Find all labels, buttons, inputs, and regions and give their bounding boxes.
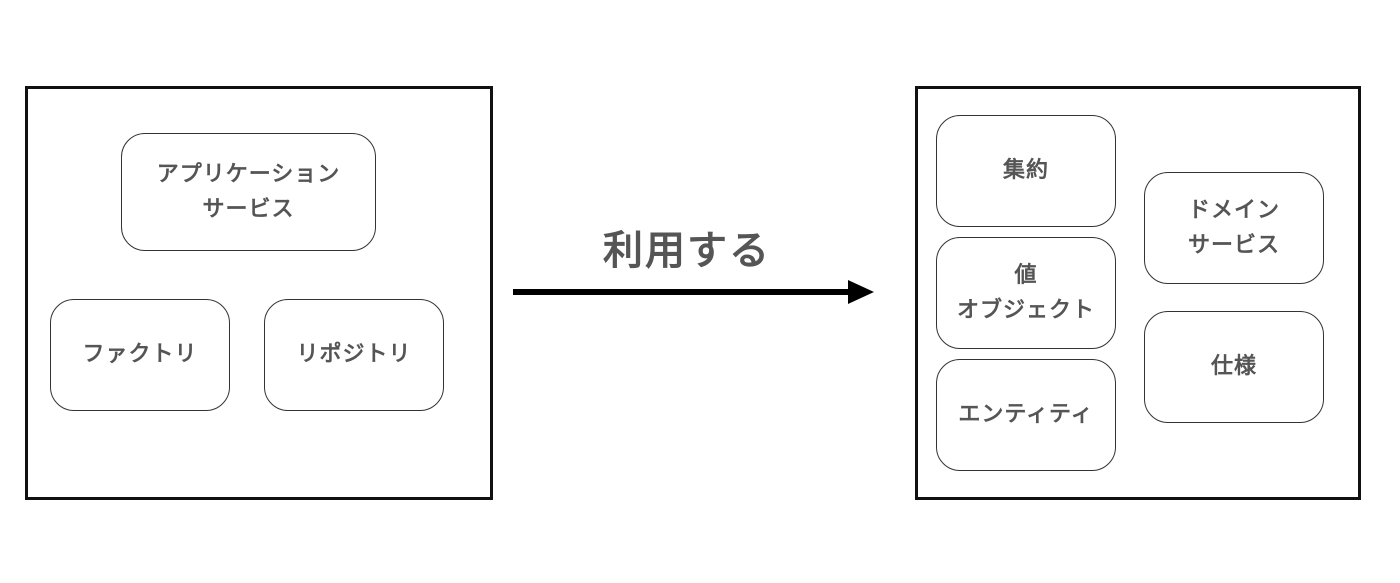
specification-node: 仕様 [1144,311,1324,423]
arrow-label: 利用する [603,228,771,274]
specification-label: 仕様 [1210,354,1257,380]
value-object-label: 値 オブジェクト [956,262,1095,323]
aggregate-node: 集約 [936,115,1116,227]
domain-service-label: ドメイン サービス [1187,197,1280,258]
entity-node: エンティティ [936,359,1116,471]
application-service-label: アプリケーション サービス [156,161,341,222]
application-service-node: アプリケーション サービス [121,133,376,251]
factory-node: ファクトリ [50,299,230,411]
factory-label: ファクトリ [82,342,198,368]
repository-node: リポジトリ [264,299,444,411]
domain-service-node: ドメイン サービス [1144,172,1324,284]
value-object-node: 値 オブジェクト [936,237,1116,349]
aggregate-label: 集約 [1002,158,1049,184]
repository-label: リポジトリ [296,342,412,368]
arrow-head [848,280,874,304]
entity-label: エンティティ [958,402,1094,428]
